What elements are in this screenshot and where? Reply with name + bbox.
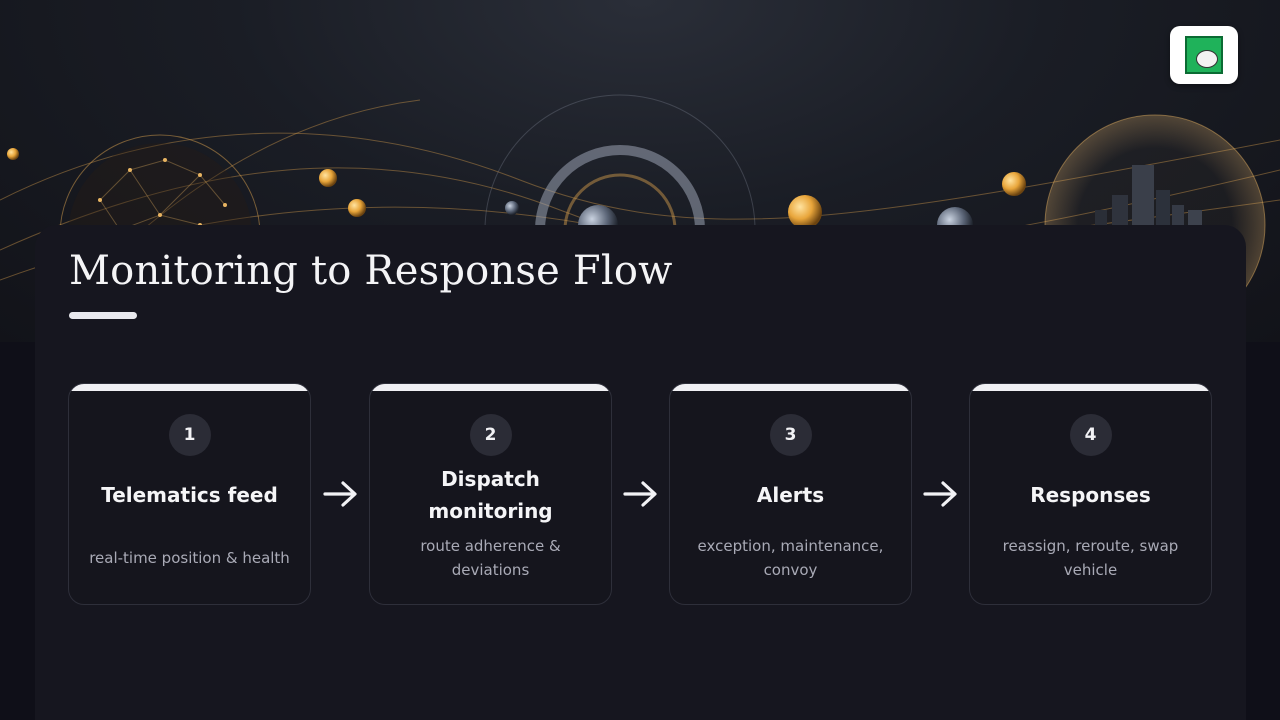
step-title: Alerts — [756, 483, 825, 507]
step-number-badge: 3 — [769, 414, 812, 456]
step-description: exception, maintenance, convoy — [697, 537, 884, 579]
arrow-right-icon — [923, 481, 957, 507]
step-card-1: 1 Telematics feed real-time position & h… — [68, 383, 311, 605]
step-description: reassign, reroute, swap vehicle — [1002, 537, 1179, 579]
step-number-badge: 1 — [168, 414, 211, 456]
step-card-3: 3 Alerts exception, maintenance, convoy — [669, 383, 912, 605]
brand-logo-icon — [1185, 36, 1223, 74]
step-description: real-time position & health — [89, 549, 290, 567]
step-title: Responses — [1030, 483, 1151, 507]
arrow-right-icon — [623, 481, 657, 507]
slide-title: Monitoring to Response Flow — [69, 248, 673, 294]
step-number-badge: 2 — [469, 414, 512, 456]
step-title: Telematics feed — [101, 483, 278, 507]
step-description: route adherence & deviations — [420, 537, 561, 579]
brand-logo — [1170, 26, 1238, 84]
step-title: Dispatch monitoring — [428, 467, 553, 523]
step-card-4: 4 Responses reassign, reroute, swap vehi… — [969, 383, 1212, 605]
step-number-badge: 4 — [1069, 414, 1112, 456]
arrow-right-icon — [323, 481, 357, 507]
title-underline — [69, 312, 137, 319]
step-card-2: 2 Dispatch monitoring route adherence & … — [369, 383, 612, 605]
